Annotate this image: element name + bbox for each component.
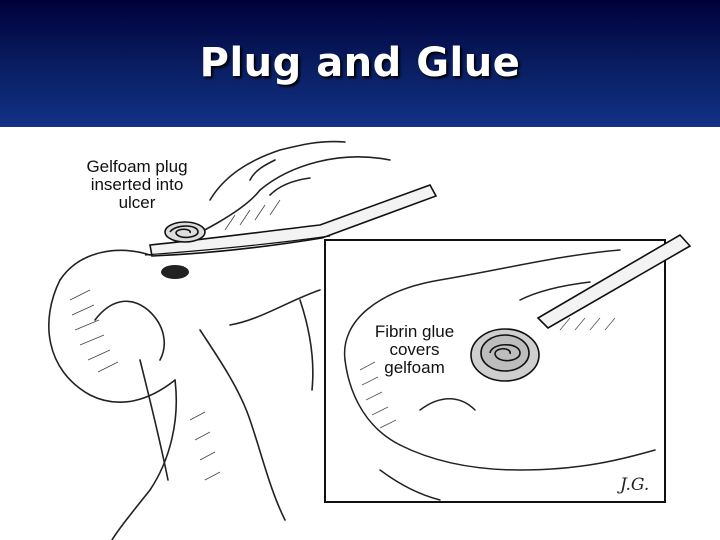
title-band — [0, 0, 720, 127]
gelfoam-plug-spiral — [164, 221, 206, 243]
slide-title: Plug and Glue — [199, 40, 521, 86]
forceps-right — [536, 233, 692, 329]
label-plug-line-1: Gelfoam plug — [86, 157, 188, 176]
label-glue-line-2: covers — [389, 340, 440, 359]
label-fibrin-glue: Fibrin glue covers gelfoam — [357, 323, 472, 377]
label-gelfoam-plug: Gelfoam plug inserted into ulcer — [62, 158, 212, 212]
glued-plug — [470, 328, 540, 382]
artist-signature: J.G. — [620, 475, 650, 495]
inset-stomach — [343, 249, 656, 501]
label-plug-line-2: inserted into — [90, 175, 184, 194]
hatching — [69, 199, 281, 481]
forceps-left — [144, 184, 438, 257]
ulcer-crater — [161, 265, 189, 279]
inset-hatching — [359, 317, 616, 429]
label-glue-line-1: Fibrin glue — [374, 322, 455, 341]
label-glue-line-3: gelfoam — [384, 358, 445, 377]
surgical-illustration — [48, 140, 692, 540]
label-plug-line-3: ulcer — [118, 193, 156, 212]
